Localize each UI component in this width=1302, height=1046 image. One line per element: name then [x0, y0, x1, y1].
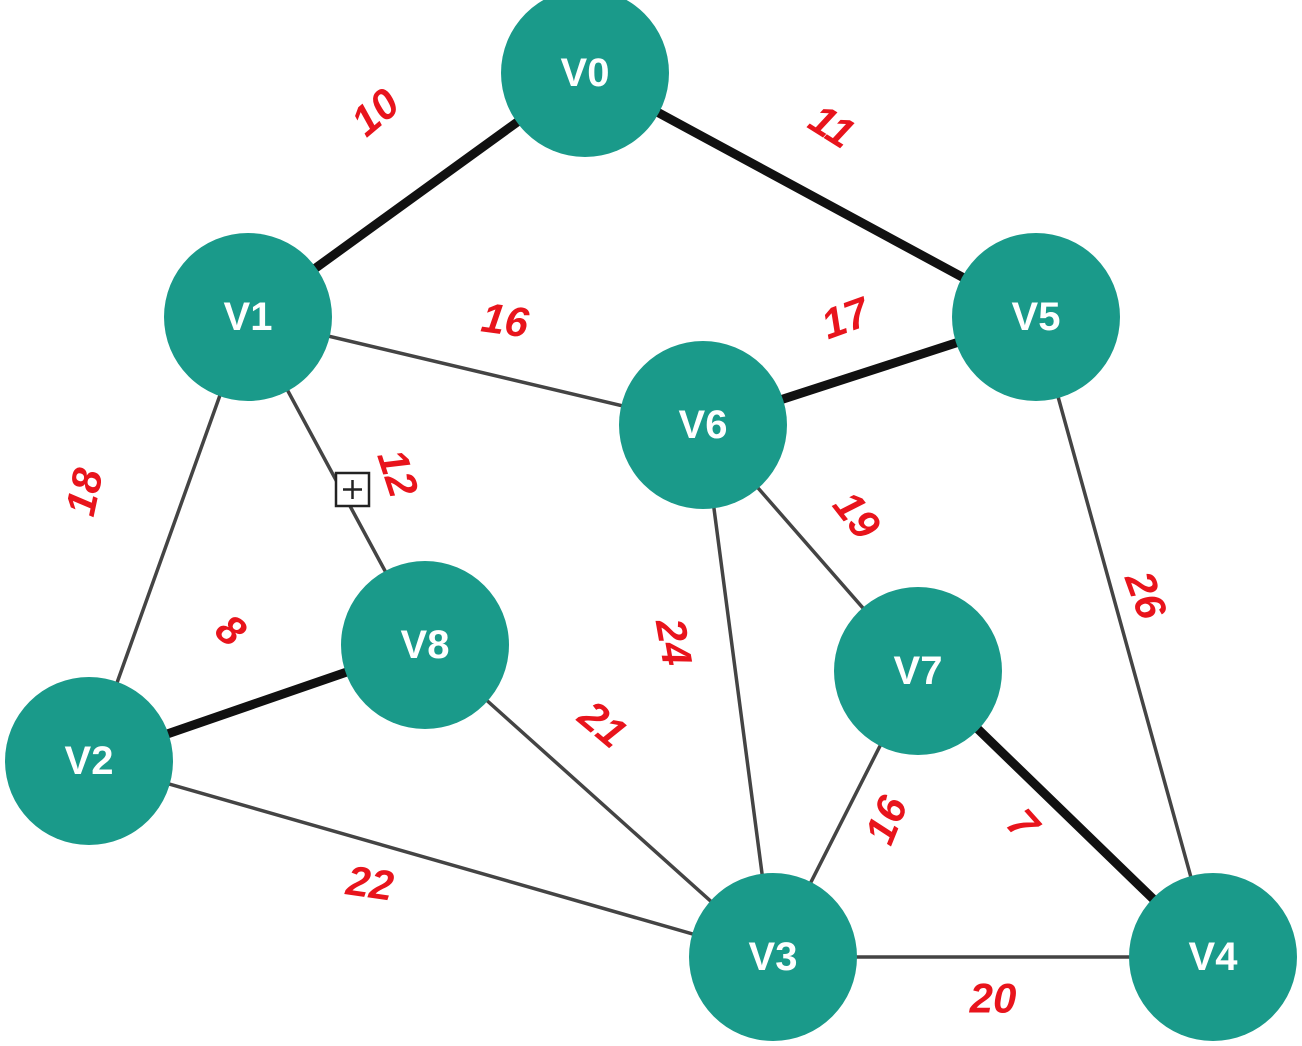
edge-weight-v6-v3: 24: [647, 614, 702, 669]
edges-layer: [84, 68, 1218, 962]
node-v8[interactable]: V8: [341, 561, 509, 729]
edge-weight-v2-v8: 8: [207, 604, 256, 655]
node-circle: [619, 341, 787, 509]
node-v7[interactable]: V7: [834, 587, 1002, 755]
node-label: V0: [561, 51, 610, 95]
edge-v0-v5: [580, 68, 1041, 322]
edge-v5-v4: [1034, 315, 1215, 959]
node-v6[interactable]: V6: [619, 341, 787, 509]
node-label: V6: [679, 403, 728, 447]
node-circle: [164, 233, 332, 401]
node-label: V4: [1189, 935, 1239, 979]
node-label: V3: [749, 935, 798, 979]
node-v5[interactable]: V5: [952, 233, 1120, 401]
node-circle: [501, 0, 669, 157]
edge-v6-v3: [701, 423, 775, 959]
node-circle: [1129, 873, 1297, 1041]
node-circle: [952, 233, 1120, 401]
edge-weight-v1-v2: 18: [56, 464, 112, 520]
node-label: V8: [401, 623, 450, 667]
node-circle: [834, 587, 1002, 755]
node-circle: [689, 873, 857, 1041]
edge-weight-v7-v4: 7: [998, 800, 1050, 850]
node-label: V1: [224, 295, 273, 339]
edge-weight-v1-v8: 12: [368, 444, 427, 503]
edge-weight-v1-v6: 16: [479, 293, 532, 346]
node-circle: [341, 561, 509, 729]
node-v1[interactable]: V1: [164, 233, 332, 401]
node-label: V2: [65, 739, 114, 783]
edge-weight-v0-v1: 10: [342, 79, 408, 145]
edge-weight-v5-v6: 17: [815, 287, 877, 348]
node-v2[interactable]: V2: [5, 677, 173, 845]
edge-weight-v3-v4: 20: [969, 975, 1017, 1022]
node-label: V7: [894, 649, 943, 693]
edge-weight-v6-v7: 19: [824, 482, 890, 548]
edge-weight-v7-v3: 16: [855, 789, 916, 851]
edge-weight-v5-v4: 26: [1116, 564, 1177, 626]
edge-weight-v2-v3: 22: [343, 856, 397, 909]
edge-weight-v8-v3: 21: [569, 690, 636, 757]
edge-v2-v3: [87, 759, 775, 959]
expand-plus-box-icon[interactable]: [334, 471, 371, 508]
node-v0[interactable]: V0: [501, 0, 669, 157]
node-circle: [5, 677, 173, 845]
edge-weight-v0-v5: 11: [801, 95, 863, 158]
node-v3[interactable]: V3: [689, 873, 857, 1041]
node-v4[interactable]: V4: [1129, 873, 1297, 1041]
node-label: V5: [1012, 295, 1061, 339]
